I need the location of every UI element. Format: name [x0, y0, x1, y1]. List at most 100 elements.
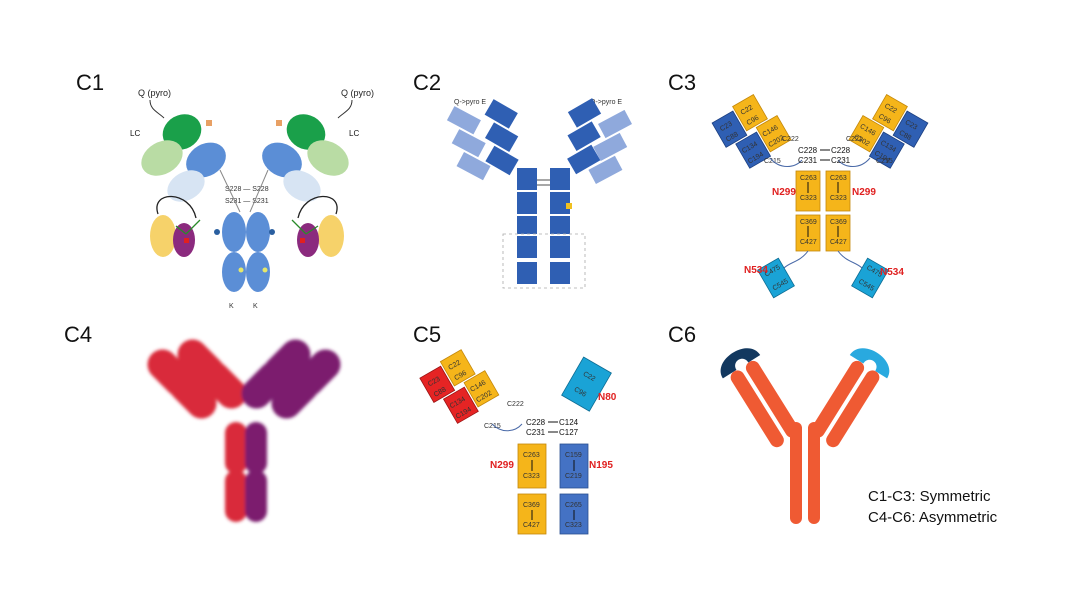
c3-hinge-bottom-left: C231 [798, 156, 818, 165]
c3-ch3-right-top: C369 [830, 219, 847, 226]
c3-fab-left-c222: C222 [782, 136, 799, 143]
c1-loop-right [297, 195, 338, 219]
c5-right-top-1: C159 [565, 452, 582, 459]
c1-hinge-line-left [219, 169, 241, 213]
c5-hinge-bottom-left: C231 [526, 428, 546, 437]
c5-fab-left: C22 C96 C23 C88 C146 C202 C134 C194 [419, 349, 500, 424]
c5-single-domain: C22 C96 [561, 356, 612, 412]
legend: C1-C3: Symmetric C4-C6: Asymmetric [868, 488, 998, 526]
c1-ch1-left [186, 142, 226, 178]
c1-red-right [300, 238, 305, 243]
c1-dot-1 [214, 229, 220, 235]
c1-mark-right [276, 120, 282, 126]
c3-hinge-bottom-right: C231 [831, 156, 851, 165]
panel-c5-label: C5 [413, 322, 441, 347]
c2-heavy-left [484, 99, 519, 176]
c3-glyco-right: N299 [852, 187, 876, 198]
c1-side-yellow-right [318, 215, 344, 257]
c1-side-yellow-left [150, 215, 176, 257]
panel-c1: C1 Q (pyro) Q (pyro) LC LC S228 — S228 S… [76, 70, 374, 310]
c1-hinge-top: S228 — S228 [225, 186, 269, 193]
c5-hinge-top-left: C228 [526, 418, 546, 427]
c1-vl-left [141, 140, 183, 176]
c1-ch2-right [246, 212, 270, 252]
c5-hinge-top-right: C124 [559, 418, 579, 427]
c1-cl-left [167, 170, 205, 202]
c1-mark-left [206, 120, 212, 126]
c2-fc [502, 168, 586, 289]
c5-ch2-bottom: C323 [523, 473, 540, 480]
c1-glyco-right [291, 219, 319, 235]
c2-heavy-right [567, 98, 602, 175]
c6-arm-right [810, 348, 890, 448]
panel-c2-label: C2 [413, 70, 441, 95]
c3-glyco-tail-left: N534 [744, 265, 768, 276]
c4-antibody-shape [147, 339, 341, 522]
c3-fab-left-c215: C215 [764, 158, 781, 165]
c5-ch3-bottom: C427 [523, 522, 540, 529]
c1-lc-left: LC [130, 129, 140, 138]
c1-ch3-left [222, 252, 246, 292]
c5-glyco-left: N299 [490, 460, 514, 471]
c1-pyro-right-line [337, 99, 353, 119]
c3-loop-right [837, 157, 871, 167]
panel-c5: C5 C22 C96 C23 C88 C146 C202 C134 C194 C… [413, 322, 617, 535]
c5-loop-left [491, 423, 523, 432]
c5-glyco-fab: N80 [598, 392, 617, 403]
c1-lc-right: LC [349, 129, 359, 138]
c1-ch1-right [262, 142, 302, 178]
c3-hinge-top-right: C228 [831, 146, 851, 155]
c3-glyco-tail-right: N534 [880, 267, 904, 278]
panel-c3: C3 C22 C96 C23 C88 C146 C202 C134 C194 C… [668, 70, 929, 299]
c1-vh-right [286, 114, 326, 150]
panel-c4-label: C4 [64, 322, 92, 347]
c3-tail-left: C475 C545 [757, 257, 795, 299]
c5-fab-c222: C222 [507, 401, 524, 408]
c3-fab-left: C22 C96 C23 C88 C146 C202 C134 C194 [711, 94, 792, 169]
panel-c6-label: C6 [668, 322, 696, 347]
c6-arm-left [720, 348, 800, 448]
c3-fab-right: C22 C96 C23 C88 C146 C202 C134 C194 [848, 94, 929, 169]
c3-ch2-right-top: C263 [830, 175, 847, 182]
c5-glyco-right: N195 [589, 460, 613, 471]
c2-light-right [588, 109, 633, 184]
c1-pyro-right: Q (pyro) [341, 88, 374, 98]
c1-k-right: K [253, 303, 258, 310]
legend-line-2: C4-C6: Asymmetric [868, 509, 998, 526]
c1-ch3-right [246, 252, 270, 292]
c1-red-left [184, 238, 189, 243]
c2-pyro-right: Q->pyro E [590, 99, 622, 106]
c5-right-top-2: C265 [565, 502, 582, 509]
c5-hinge-bottom-right: C127 [559, 428, 579, 437]
c1-cl-right [283, 170, 321, 202]
c1-vl-right [307, 140, 349, 176]
c3-tail-link-right [837, 250, 863, 269]
c3-fab-right-c221: C221 [846, 136, 863, 143]
c6-stem-right [808, 422, 820, 524]
c1-glyco-left [175, 219, 201, 235]
c1-hinge-line-right [249, 169, 269, 213]
c5-fab-c215: C215 [484, 423, 501, 430]
c3-tail-right: C475 C545 [851, 257, 889, 299]
c1-k-left: K [229, 303, 234, 310]
panel-c1-label: C1 [76, 70, 104, 95]
c5-ch2-top: C263 [523, 452, 540, 459]
c1-side-purple-right [297, 223, 319, 257]
c3-ch2-left-top: C263 [800, 175, 817, 182]
panel-c3-label: C3 [668, 70, 696, 95]
c3-ch2-left-bottom: C323 [800, 195, 817, 202]
panel-c4: C4 [64, 322, 341, 522]
c2-pyro-left: Q->pyro E [454, 99, 486, 106]
c3-hinge-top-left: C228 [798, 146, 818, 155]
c3-glyco-left: N299 [772, 187, 796, 198]
legend-line-1: C1-C3: Symmetric [868, 488, 991, 505]
c1-ch2-left [222, 212, 246, 252]
c5-right-bottom-1: C219 [565, 473, 582, 480]
c3-ch3-right-bottom: C427 [830, 239, 847, 246]
c3-ch3-left-top: C369 [800, 219, 817, 226]
c1-dot-2 [269, 229, 275, 235]
c2-light-left [446, 106, 491, 181]
c1-dot-3 [238, 267, 244, 273]
c3-tail-link-left [783, 250, 809, 269]
